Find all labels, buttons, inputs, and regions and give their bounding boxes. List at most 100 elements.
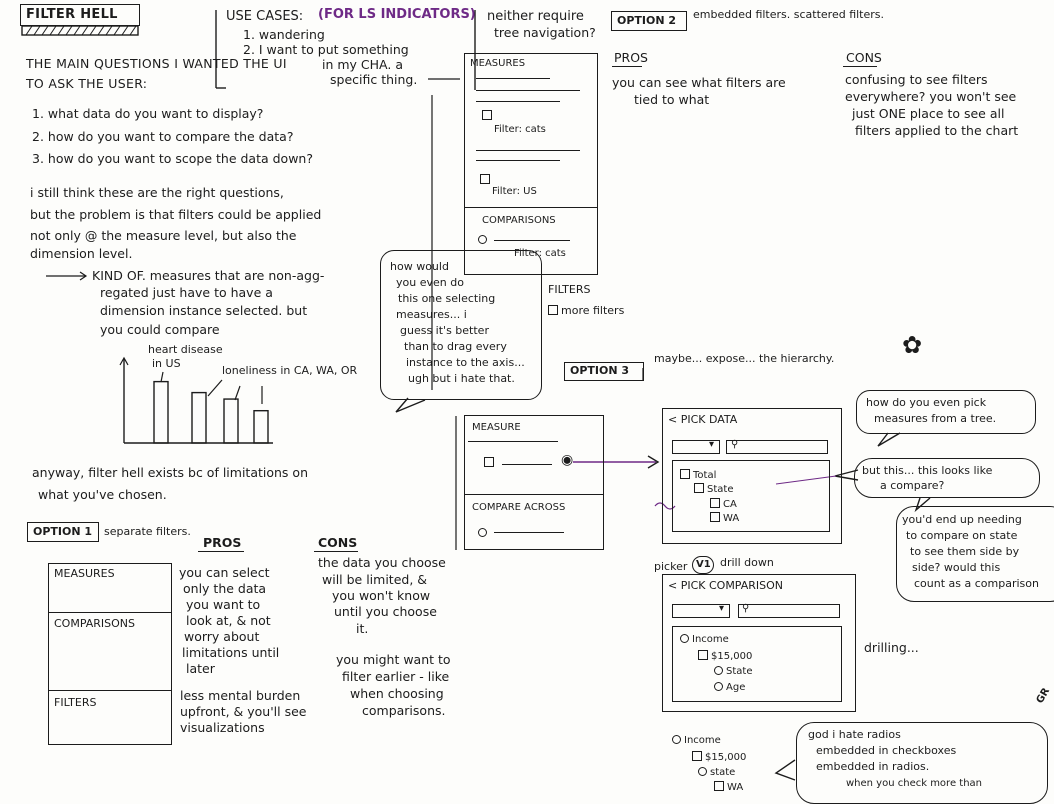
radio-icon[interactable] (680, 634, 689, 643)
tree-wa[interactable]: WA (710, 512, 739, 526)
chevron-down-icon-2[interactable]: ▾ (719, 603, 725, 614)
anyway-line-2: what you've chosen. (38, 487, 167, 502)
o2-checkbox-2[interactable] (480, 174, 493, 188)
o2-line-c (476, 101, 560, 103)
mini-bar-chart (119, 356, 273, 444)
o3-compare-line (494, 532, 564, 534)
use-cases-note: (FOR LS INDICATORS) (318, 7, 476, 22)
chevron-down-icon[interactable]: ▾ (709, 439, 715, 450)
comp-income[interactable]: Income (680, 634, 729, 647)
search-icon[interactable]: ⚲ (731, 439, 739, 450)
o3-measure-checkbox[interactable] (484, 457, 497, 471)
radio-icon[interactable] (714, 682, 723, 691)
pick-comparison-select[interactable] (672, 604, 730, 618)
paragraph-line-1: i still think these are the right questi… (30, 185, 284, 200)
pick-data-title[interactable]: < PICK DATA (668, 413, 738, 426)
checkbox-icon[interactable] (484, 457, 494, 467)
o3-panel-divider (464, 494, 604, 496)
title-box (20, 4, 140, 26)
checkbox-icon[interactable] (482, 110, 492, 120)
checkbox-icon[interactable] (480, 174, 490, 184)
radio-icon[interactable] (714, 666, 723, 675)
o3-measure-line (468, 441, 558, 443)
o3-measure-slot (502, 464, 552, 466)
search-icon-2[interactable]: ⚲ (742, 603, 750, 614)
bottom-income[interactable]: Income (672, 735, 721, 748)
o2-line-e (476, 160, 560, 162)
pick-comparison-title[interactable]: < PICK COMPARISON (668, 579, 784, 592)
option3-measure[interactable]: MEASURE (472, 422, 521, 433)
checkbox-checked-icon[interactable] (692, 751, 702, 761)
option3-compare[interactable]: COMPARE ACROSS (472, 502, 566, 513)
option2-filter-2[interactable]: Filter: US (492, 186, 537, 197)
chart-bar-4 (253, 409, 269, 444)
o2-radio[interactable] (478, 235, 490, 248)
checkbox-checked-icon[interactable] (694, 483, 704, 493)
tree-total[interactable]: Total (680, 469, 716, 483)
checkbox-checked-icon[interactable] (710, 512, 720, 522)
option1-pros2-1: less mental burden (180, 688, 301, 703)
checkbox-icon[interactable] (548, 305, 558, 315)
option3-measure-panel (464, 415, 604, 550)
o2-line-f (494, 240, 570, 242)
radio-icon[interactable] (698, 767, 707, 776)
bubble-left-3: this one selecting (398, 292, 496, 305)
pick-data-search[interactable] (726, 440, 828, 454)
bubble-left-2: you even do (396, 276, 464, 289)
radio-icon[interactable] (478, 528, 487, 537)
comp-age[interactable]: Age (714, 682, 745, 695)
picker-badge-box (692, 556, 714, 574)
option2-measures[interactable]: MEASURES (470, 58, 526, 69)
tree-ca[interactable]: CA (710, 498, 737, 512)
o3-compare-radio[interactable] (478, 528, 490, 541)
radio-icon[interactable] (672, 735, 681, 744)
option3-label: OPTION 3 (570, 364, 630, 377)
paragraph-line-4: dimension level. (30, 246, 133, 261)
checkbox-checked-icon[interactable] (714, 781, 724, 791)
bottom-15000-label: $15,000 (705, 752, 747, 763)
option2-filter-1[interactable]: Filter: cats (494, 124, 546, 135)
option1-pros-6: limitations until (182, 645, 280, 660)
bubble-left-7: instance to the axis... (406, 356, 525, 369)
option1-panel (48, 563, 172, 745)
checkbox-checked-icon[interactable] (680, 469, 690, 479)
option1-filters[interactable]: FILTERS (54, 696, 97, 709)
option1-pros-7: later (186, 661, 215, 676)
option3-label-box (564, 362, 644, 381)
bottom-bubble-cut: when you check more than (846, 778, 983, 789)
radio-icon[interactable] (478, 235, 487, 244)
kind-of-line-1: KIND OF. measures that are non-agg- (92, 268, 325, 283)
option2-comparisons[interactable]: COMPARISONS (482, 215, 556, 226)
bottom-state-label: state (710, 767, 736, 778)
chart-bar-3 (223, 398, 239, 444)
chart-label-us: in US (152, 357, 181, 370)
bubble-top-2: measures from a tree. (874, 412, 997, 425)
checkbox-checked-icon[interactable] (710, 498, 720, 508)
bottom-15000[interactable]: $15,000 (692, 751, 746, 765)
comp-state[interactable]: State (714, 666, 752, 679)
o2-checkbox-1[interactable] (482, 110, 495, 124)
chart-label-loneliness: loneliness in CA, WA, OR (222, 364, 358, 377)
option2-filter-3[interactable]: Filter: cats (514, 248, 566, 259)
kind-of-line-2: regated just have to have a (100, 285, 273, 300)
picker-badge: V1 (696, 559, 711, 570)
option1-comparisons[interactable]: COMPARISONS (54, 617, 136, 630)
checkbox-checked-icon[interactable] (698, 650, 708, 660)
use-case-2: 2. I want to put something (243, 42, 409, 57)
pick-comparison-search[interactable] (738, 604, 840, 618)
option1-pros2-3: visualizations (180, 720, 265, 735)
option1-measures[interactable]: MEASURES (54, 567, 115, 580)
option1-cons-1: the data you choose (318, 555, 446, 570)
bottom-wa[interactable]: WA (714, 781, 743, 795)
bubble-top-1: how do you even pick (866, 396, 987, 409)
pick-data-select[interactable] (672, 440, 720, 454)
comp-15000[interactable]: $15,000 (698, 650, 752, 664)
option1-cons-5: it. (356, 621, 369, 636)
option2-more-filters[interactable]: more filters (548, 304, 624, 318)
bottom-state[interactable]: state (698, 767, 735, 780)
option1-cons-3: you won't know (332, 588, 431, 603)
option2-filters[interactable]: FILTERS (548, 283, 591, 296)
o3-measure-dot[interactable]: ◉ (561, 452, 574, 468)
bubble-left-5: guess it's better (400, 324, 489, 337)
tree-state[interactable]: State (694, 483, 733, 497)
